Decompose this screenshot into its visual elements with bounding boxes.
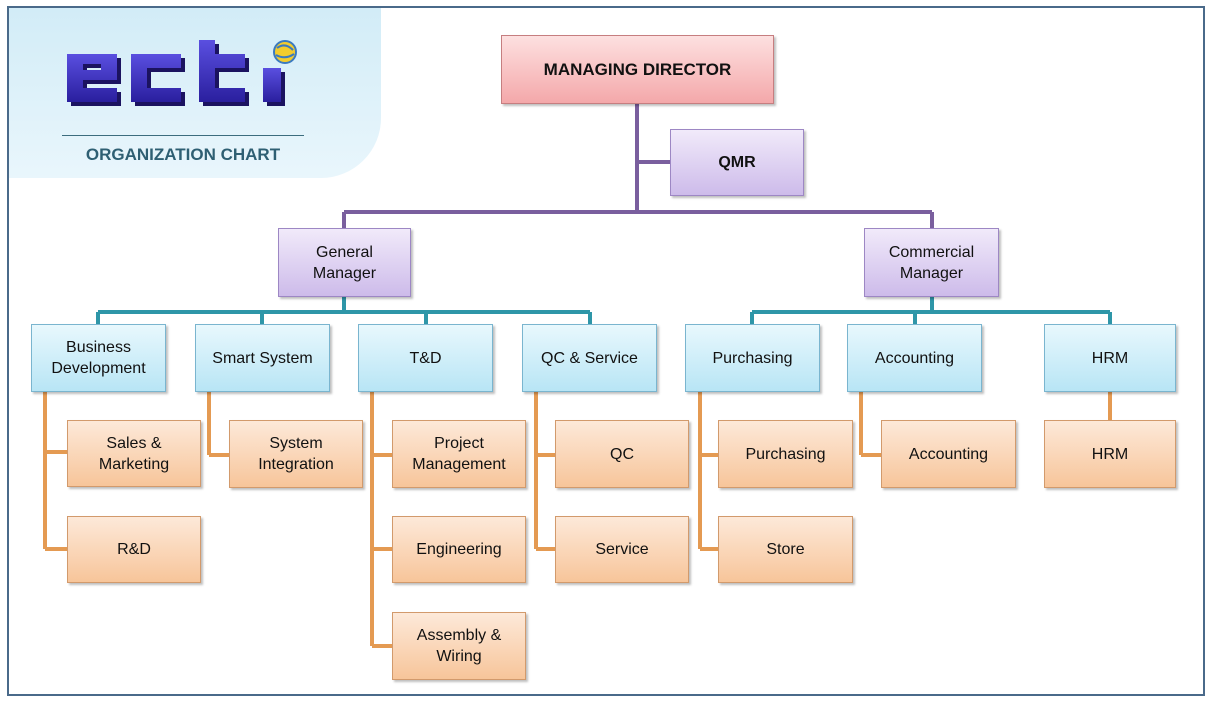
node-general-manager: General Manager bbox=[278, 228, 411, 297]
top-connectors bbox=[342, 104, 934, 228]
node-engineering: Engineering bbox=[392, 516, 526, 583]
node-hrm: HRM bbox=[1044, 420, 1176, 488]
node-accounting-dept: Accounting bbox=[847, 324, 982, 392]
node-project-management: Project Management bbox=[392, 420, 526, 488]
node-td: T&D bbox=[358, 324, 493, 392]
node-sales-marketing: Sales & Marketing bbox=[67, 420, 201, 487]
node-business-development: Business Development bbox=[31, 324, 166, 392]
node-rd: R&D bbox=[67, 516, 201, 583]
node-system-integration: System Integration bbox=[229, 420, 363, 488]
chart-title: ORGANIZATION CHART bbox=[85, 145, 281, 164]
mid-connectors bbox=[96, 297, 1112, 324]
node-purchasing: Purchasing bbox=[718, 420, 853, 488]
sub-connectors bbox=[43, 392, 1112, 648]
page-frame bbox=[7, 6, 1205, 696]
company-logo bbox=[67, 40, 297, 106]
node-service: Service bbox=[555, 516, 689, 583]
logo-divider bbox=[62, 135, 304, 136]
node-purchasing-dept: Purchasing bbox=[685, 324, 820, 392]
node-hrm-dept: HRM bbox=[1044, 324, 1176, 392]
node-assembly-wiring: Assembly & Wiring bbox=[392, 612, 526, 680]
node-smart-system: Smart System bbox=[195, 324, 330, 392]
node-accounting: Accounting bbox=[881, 420, 1016, 488]
node-qmr: QMR bbox=[670, 129, 804, 196]
node-managing-director: MANAGING DIRECTOR bbox=[501, 35, 774, 104]
node-store: Store bbox=[718, 516, 853, 583]
node-qc-service: QC & Service bbox=[522, 324, 657, 392]
node-qc: QC bbox=[555, 420, 689, 488]
node-commercial-manager: Commercial Manager bbox=[864, 228, 999, 297]
